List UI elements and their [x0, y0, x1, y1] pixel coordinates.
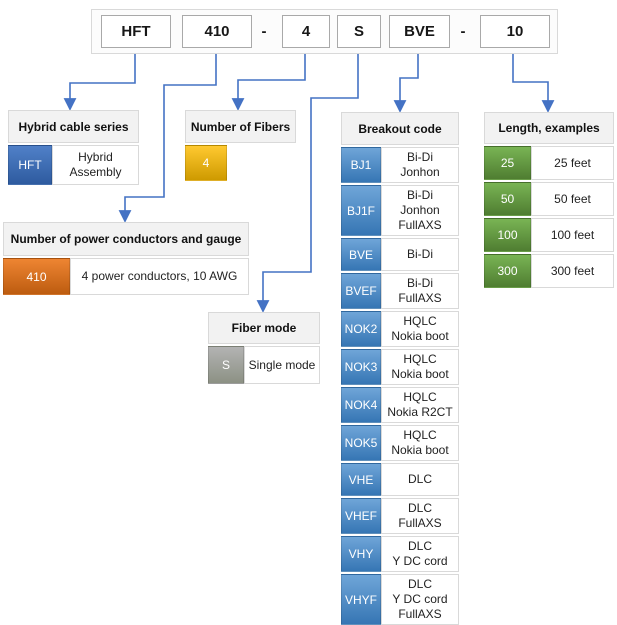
length-label: 300 feet	[531, 254, 614, 288]
breakout-key: VHY	[341, 536, 381, 572]
section-title: Hybrid cable series	[8, 110, 139, 143]
table-row: 410 4 power conductors, 10 AWG	[3, 258, 249, 295]
length-key: 50	[484, 182, 531, 216]
length-label: 25 feet	[531, 146, 614, 180]
breakout-key: BJ1	[341, 147, 381, 183]
length-label: 50 feet	[531, 182, 614, 216]
table-row: 50 50 feet	[484, 182, 614, 216]
breakout-label: Bi-Di	[381, 238, 459, 271]
section-fiber-mode: Fiber mode S Single mode	[208, 312, 320, 384]
breakout-key: BVE	[341, 238, 381, 271]
code-separator: -	[261, 23, 267, 40]
power-key: 410	[3, 258, 70, 295]
breakout-key: BJ1F	[341, 185, 381, 236]
table-row: BJ1 Bi-Di Jonhon	[341, 147, 459, 183]
breakout-label: DLC Y DC cord	[381, 536, 459, 572]
length-key: 300	[484, 254, 531, 288]
breakout-key: VHYF	[341, 574, 381, 625]
code-separator: -	[460, 23, 466, 40]
breakout-label: Bi-Di Jonhon	[381, 147, 459, 183]
breakout-label: HQLC Nokia boot	[381, 311, 459, 347]
breakout-key: VHE	[341, 463, 381, 496]
code-segment-breakout: BVE	[389, 15, 450, 48]
breakout-label: HQLC Nokia R2CT	[381, 387, 459, 423]
power-label: 4 power conductors, 10 AWG	[70, 258, 249, 295]
breakout-label: Bi-Di Jonhon FullAXS	[381, 185, 459, 236]
section-hybrid-cable-series: Hybrid cable series HFT Hybrid Assembly	[8, 110, 139, 185]
connector-length	[512, 54, 555, 113]
breakout-key: NOK4	[341, 387, 381, 423]
connector-breakout	[393, 54, 419, 113]
section-title: Breakout code	[341, 112, 459, 145]
table-row: BJ1F Bi-Di Jonhon FullAXS	[341, 185, 459, 236]
code-segment-series: HFT	[101, 15, 171, 48]
breakout-label: Bi-Di FullAXS	[381, 273, 459, 309]
table-row: HFT Hybrid Assembly	[8, 145, 139, 185]
mode-label: Single mode	[244, 346, 320, 384]
section-length-examples: Length, examples 25 25 feet 50 50 feet 1…	[484, 112, 614, 288]
breakout-key: NOK3	[341, 349, 381, 385]
breakout-label: DLC	[381, 463, 459, 496]
code-segment-conductors: 410	[182, 15, 252, 48]
length-label: 100 feet	[531, 218, 614, 252]
table-row: NOK5 HQLC Nokia boot	[341, 425, 459, 461]
table-row: 100 100 feet	[484, 218, 614, 252]
table-row: BVEF Bi-Di FullAXS	[341, 273, 459, 309]
series-label: Hybrid Assembly	[52, 145, 139, 185]
breakout-label: DLC Y DC cord FullAXS	[381, 574, 459, 625]
table-row: VHEF DLC FullAXS	[341, 498, 459, 534]
code-segment-length: 10	[480, 15, 550, 48]
section-title: Fiber mode	[208, 312, 320, 344]
breakout-label: HQLC Nokia boot	[381, 425, 459, 461]
connector-series	[63, 54, 136, 111]
breakout-key: NOK2	[341, 311, 381, 347]
section-title: Number of Fibers	[185, 110, 296, 143]
table-row: 25 25 feet	[484, 146, 614, 180]
breakout-key: NOK5	[341, 425, 381, 461]
table-row: NOK2 HQLC Nokia boot	[341, 311, 459, 347]
section-title: Number of power conductors and gauge	[3, 222, 249, 256]
breakout-key: VHEF	[341, 498, 381, 534]
table-row: 300 300 feet	[484, 254, 614, 288]
connector-conductors	[118, 54, 217, 223]
connector-fibers	[231, 54, 306, 111]
section-number-of-fibers: Number of Fibers 4	[185, 110, 296, 181]
table-row: NOK4 HQLC Nokia R2CT	[341, 387, 459, 423]
fibers-key: 4	[185, 145, 227, 181]
section-title: Length, examples	[484, 112, 614, 144]
table-row: VHYF DLC Y DC cord FullAXS	[341, 574, 459, 625]
table-row: BVE Bi-Di	[341, 238, 459, 271]
section-breakout-code: Breakout code BJ1 Bi-Di Jonhon BJ1F Bi-D…	[341, 112, 459, 625]
length-key: 25	[484, 146, 531, 180]
part-number-bar: HFT 410 - 4 S BVE - 10	[91, 9, 558, 54]
breakout-label: HQLC Nokia boot	[381, 349, 459, 385]
table-row: 4	[185, 145, 296, 181]
breakout-label: DLC FullAXS	[381, 498, 459, 534]
breakout-key: BVEF	[341, 273, 381, 309]
mode-key: S	[208, 346, 244, 384]
code-segment-fibers: 4	[282, 15, 330, 48]
table-row: VHE DLC	[341, 463, 459, 496]
code-segment-mode: S	[337, 15, 381, 48]
length-key: 100	[484, 218, 531, 252]
table-row: VHY DLC Y DC cord	[341, 536, 459, 572]
table-row: NOK3 HQLC Nokia boot	[341, 349, 459, 385]
series-key: HFT	[8, 145, 52, 185]
connector-mode	[256, 54, 359, 313]
table-row: S Single mode	[208, 346, 320, 384]
section-power-conductors: Number of power conductors and gauge 410…	[3, 222, 249, 295]
